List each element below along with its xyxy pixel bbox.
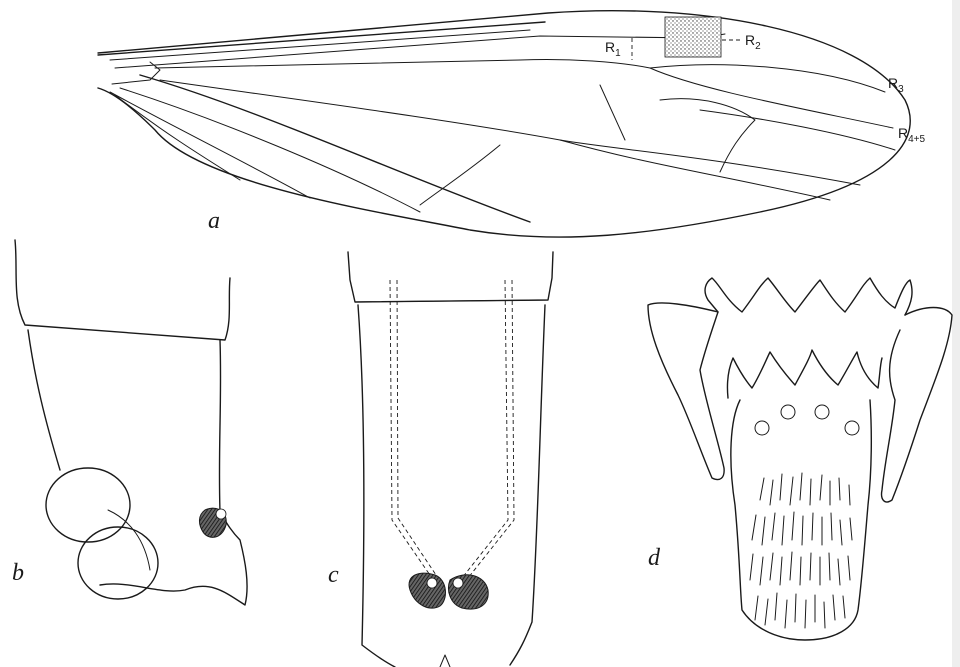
wing-drawing — [98, 11, 910, 237]
duct-right — [462, 280, 508, 578]
r45-vein — [650, 68, 893, 128]
segment-body — [28, 330, 247, 605]
segment-outline — [15, 240, 230, 340]
anal-vein — [120, 88, 420, 212]
media-vein-2 — [560, 140, 830, 200]
subcostal-vein — [110, 30, 530, 60]
label-r1: R1 — [605, 39, 621, 59]
media-vein — [160, 80, 860, 185]
label-r45: R4+5 — [898, 125, 926, 145]
segment-fold — [108, 510, 150, 570]
ventral-body — [358, 305, 545, 667]
cercus-upper — [46, 468, 130, 542]
cubitus-vein — [140, 75, 530, 222]
left-clasper — [648, 303, 724, 480]
bristles — [750, 473, 852, 628]
costal-vein — [98, 22, 545, 55]
genital-tip — [440, 655, 450, 667]
panel-label-b: b — [12, 560, 24, 586]
abdomen-side-drawing — [15, 240, 247, 605]
sensilla-4 — [845, 421, 859, 435]
panel-label-d: d — [648, 545, 661, 571]
panel-label-c: c — [328, 562, 339, 588]
pterostigma — [665, 17, 721, 57]
anal-vein-2 — [110, 92, 310, 198]
radius-vein — [115, 34, 725, 68]
label-r3: R3 — [888, 75, 904, 95]
r3-vein — [650, 65, 885, 92]
r45-lower-vein — [700, 110, 895, 150]
cross-vein-2 — [600, 85, 625, 140]
sensilla-2 — [781, 405, 795, 419]
spermatheca-pore-right — [453, 578, 463, 588]
inner-crown — [727, 350, 882, 398]
radial-sector — [155, 59, 650, 68]
cross-vein — [660, 99, 755, 172]
ventral-outline — [348, 252, 553, 302]
sensilla-1 — [755, 421, 769, 435]
sensilla-3 — [815, 405, 829, 419]
spermatheca-left — [409, 573, 445, 608]
outer-crown — [705, 278, 912, 315]
label-r2: R2 — [745, 32, 761, 52]
duct-left — [390, 280, 432, 578]
cercus-lower — [78, 527, 158, 599]
spermatheca-pore-left — [427, 578, 437, 588]
panel-label-a: a — [208, 208, 220, 234]
abdomen-ventral-drawing — [348, 252, 553, 667]
hypopygium-drawing — [648, 278, 952, 640]
right-clasper — [882, 308, 952, 502]
duct-left-2 — [397, 280, 438, 578]
spiracle-opening — [216, 509, 226, 519]
